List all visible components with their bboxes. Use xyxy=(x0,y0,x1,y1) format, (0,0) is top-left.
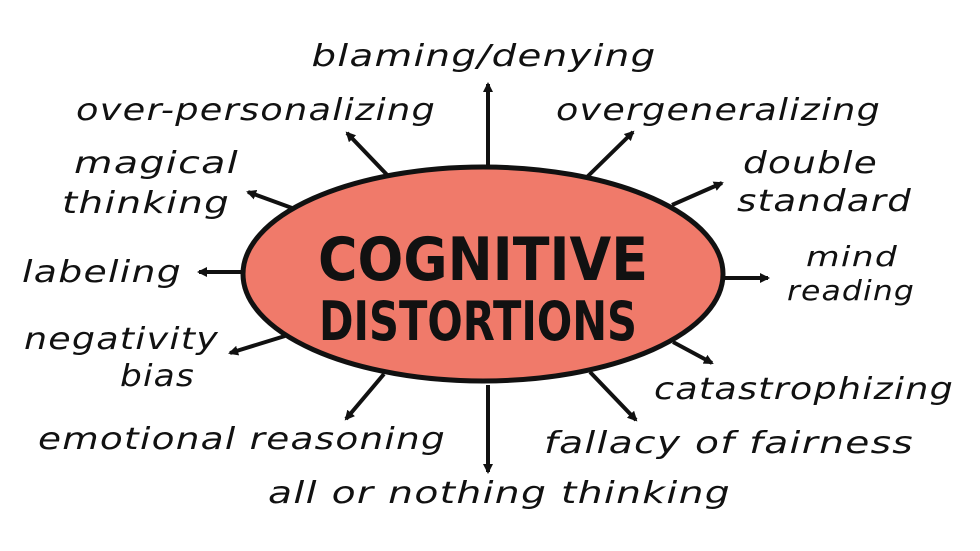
center-ellipse xyxy=(240,164,726,384)
label-magical-line1: magical xyxy=(74,146,239,181)
label-blaming-denying: blaming/denying xyxy=(312,39,657,74)
arrow-left-lower xyxy=(228,334,286,356)
labels: blaming/denying over-personalizing overg… xyxy=(22,39,954,511)
arrows xyxy=(197,82,770,474)
arrow-up-left xyxy=(345,131,394,182)
label-all-or-nothing-thinking: all or nothing thinking xyxy=(268,476,731,511)
label-emotional-reasoning: emotional reasoning xyxy=(38,422,446,457)
arrow-up-right xyxy=(584,130,635,180)
arrow-right-lower xyxy=(672,340,714,365)
label-double-line1: double xyxy=(743,146,878,181)
label-over-personalizing: over-personalizing xyxy=(76,93,436,128)
label-negativity-line1: negativity xyxy=(24,322,219,357)
label-double-line2: standard xyxy=(737,184,912,219)
label-catastrophizing: catastrophizing xyxy=(654,372,954,407)
label-fallacy-of-fairness: fallacy of fairness xyxy=(544,426,914,461)
label-mind-line2: reading xyxy=(787,274,915,307)
label-magical-line2: thinking xyxy=(62,186,230,221)
arrow-down-left xyxy=(344,372,386,421)
label-overgeneralizing: overgeneralizing xyxy=(556,93,881,128)
label-mind-line1: mind xyxy=(806,240,898,273)
label-negativity-line2: bias xyxy=(120,359,195,394)
center-title-line2: DISTORTIONS xyxy=(319,290,637,353)
label-labeling: labeling xyxy=(22,255,182,290)
arrow-left-upper xyxy=(246,190,293,210)
arrow-down-right xyxy=(588,370,638,422)
center-title-line1: COGNITIVE xyxy=(318,225,648,295)
arrow-right-upper xyxy=(671,181,724,207)
